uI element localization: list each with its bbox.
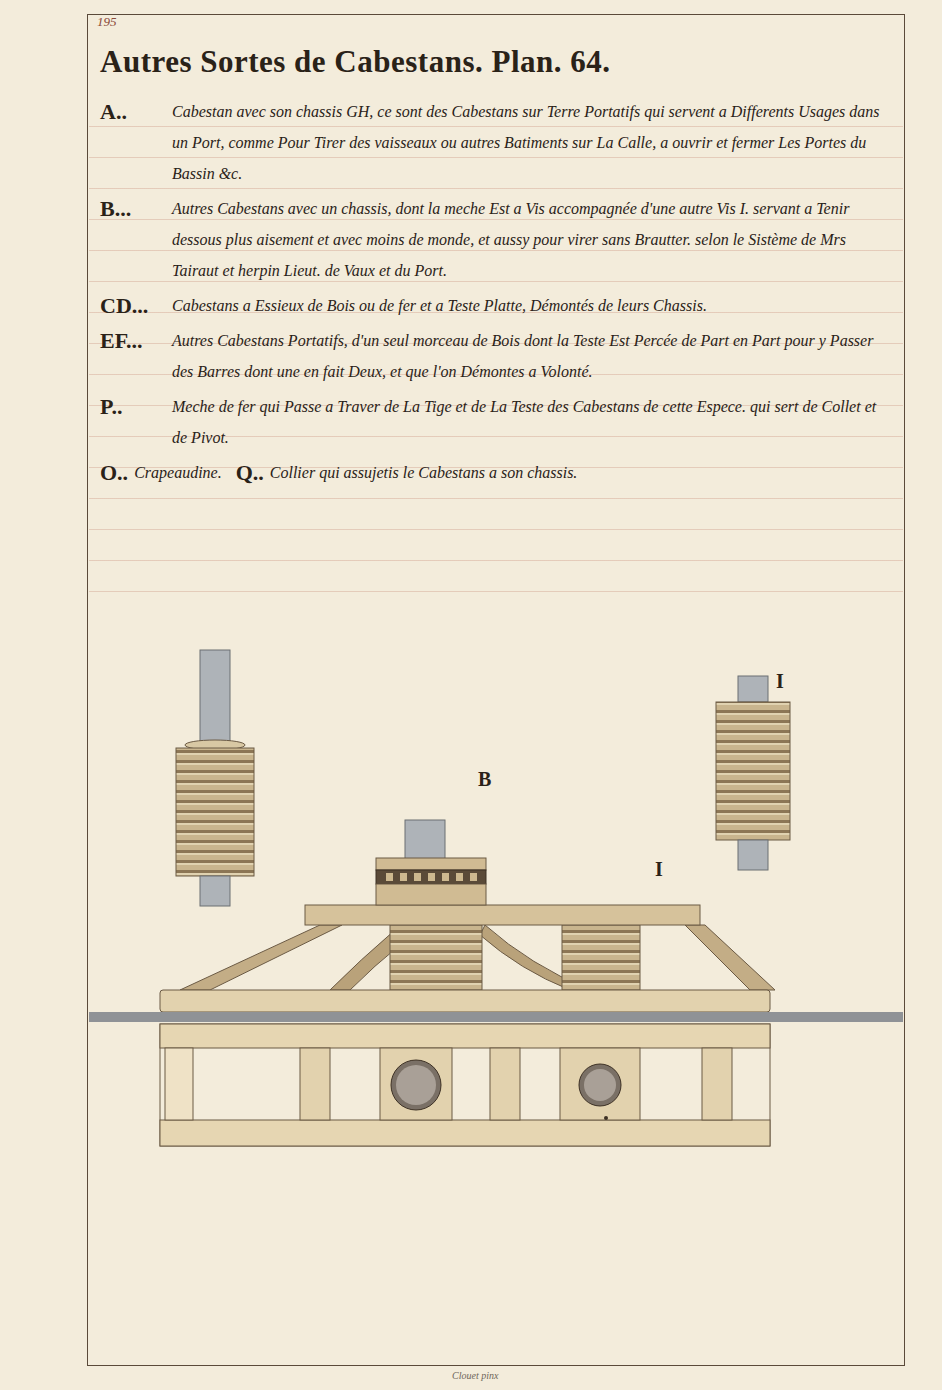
key-row: A..Cabestan avec son chassis GH, ce sont… xyxy=(100,96,895,189)
key-letter: CD... xyxy=(100,290,172,321)
part-letter: I xyxy=(655,858,663,881)
artist-signature: Clouet pinx xyxy=(452,1370,498,1381)
key-letter: P.. xyxy=(100,391,172,422)
key-description: Autres Cabestans avec un chassis, dont l… xyxy=(172,193,895,286)
part-letter: B xyxy=(478,768,491,791)
key-row: EF...Autres Cabestans Portatifs, d'un se… xyxy=(100,325,895,387)
key-description: Cabestan avec son chassis GH, ce sont de… xyxy=(172,96,895,189)
key-letter: A.. xyxy=(100,96,172,127)
key-letter: O.. xyxy=(100,457,128,488)
key-description: Autres Cabestans Portatifs, d'un seul mo… xyxy=(172,325,895,387)
key-row: B...Autres Cabestans avec un chassis, do… xyxy=(100,193,895,286)
key-description: Crapeaudine. xyxy=(134,457,222,488)
key-letter: Q.. xyxy=(236,457,264,488)
key-row: P..Meche de fer qui Passe a Traver de La… xyxy=(100,391,895,453)
part-letter: I xyxy=(776,670,784,693)
legend-text-column: A..Cabestan avec son chassis GH, ce sont… xyxy=(100,96,895,492)
key-description: Meche de fer qui Passe a Traver de La Ti… xyxy=(172,391,895,453)
key-letter: B... xyxy=(100,193,172,224)
key-letter: EF... xyxy=(100,325,172,356)
key-row: O..Crapeaudine. Q..Collier qui assujetis … xyxy=(100,457,895,488)
page-number: 195 xyxy=(97,14,117,30)
key-description: Cabestans a Essieux de Bois ou de fer et… xyxy=(172,290,895,321)
key-row: CD...Cabestans a Essieux de Bois ou de f… xyxy=(100,290,895,321)
key-description: Collier qui assujetis le Cabestans a son… xyxy=(270,457,895,488)
page-title: Autres Sortes de Cabestans. Plan. 64. xyxy=(100,44,611,80)
